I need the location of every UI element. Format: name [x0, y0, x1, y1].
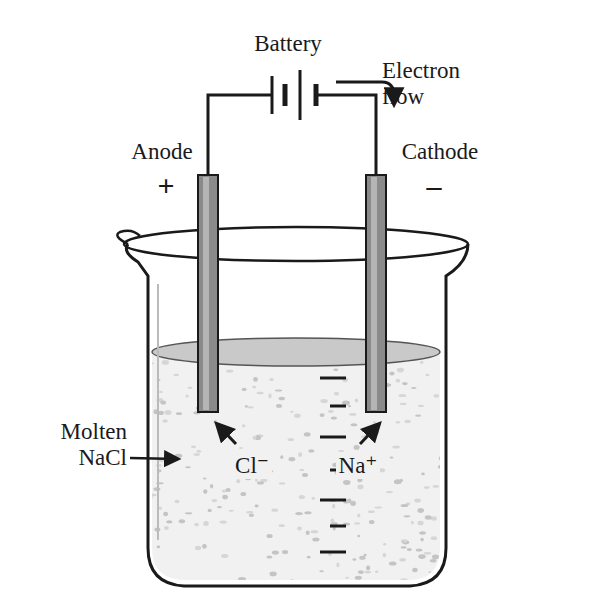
anode-electrode [198, 175, 218, 412]
beaker [126, 244, 468, 586]
ion-label: Cl⁻ [232, 453, 272, 479]
battery-symbol [272, 70, 316, 120]
liquid-surface [152, 338, 440, 366]
cathode-electrode [366, 175, 386, 412]
battery-label: Battery [254, 31, 322, 57]
beaker-spout [117, 231, 140, 244]
beaker-rim [124, 227, 468, 261]
molten-salt [140, 340, 460, 590]
ion-label: Na⁺ [336, 453, 381, 479]
leader-arrow [130, 458, 178, 459]
electrode-label: Anode [131, 139, 192, 165]
polarity-sign: + [157, 169, 174, 204]
electron-flow-label: Electron flow [382, 58, 474, 111]
ion-arrow [360, 424, 379, 444]
wire [316, 95, 376, 175]
ion-arrow [217, 424, 236, 444]
polarity-sign: – [427, 169, 442, 204]
substance-label: Molten NaCl [45, 419, 127, 472]
electrode-label: Cathode [402, 139, 479, 165]
wire [208, 95, 272, 175]
